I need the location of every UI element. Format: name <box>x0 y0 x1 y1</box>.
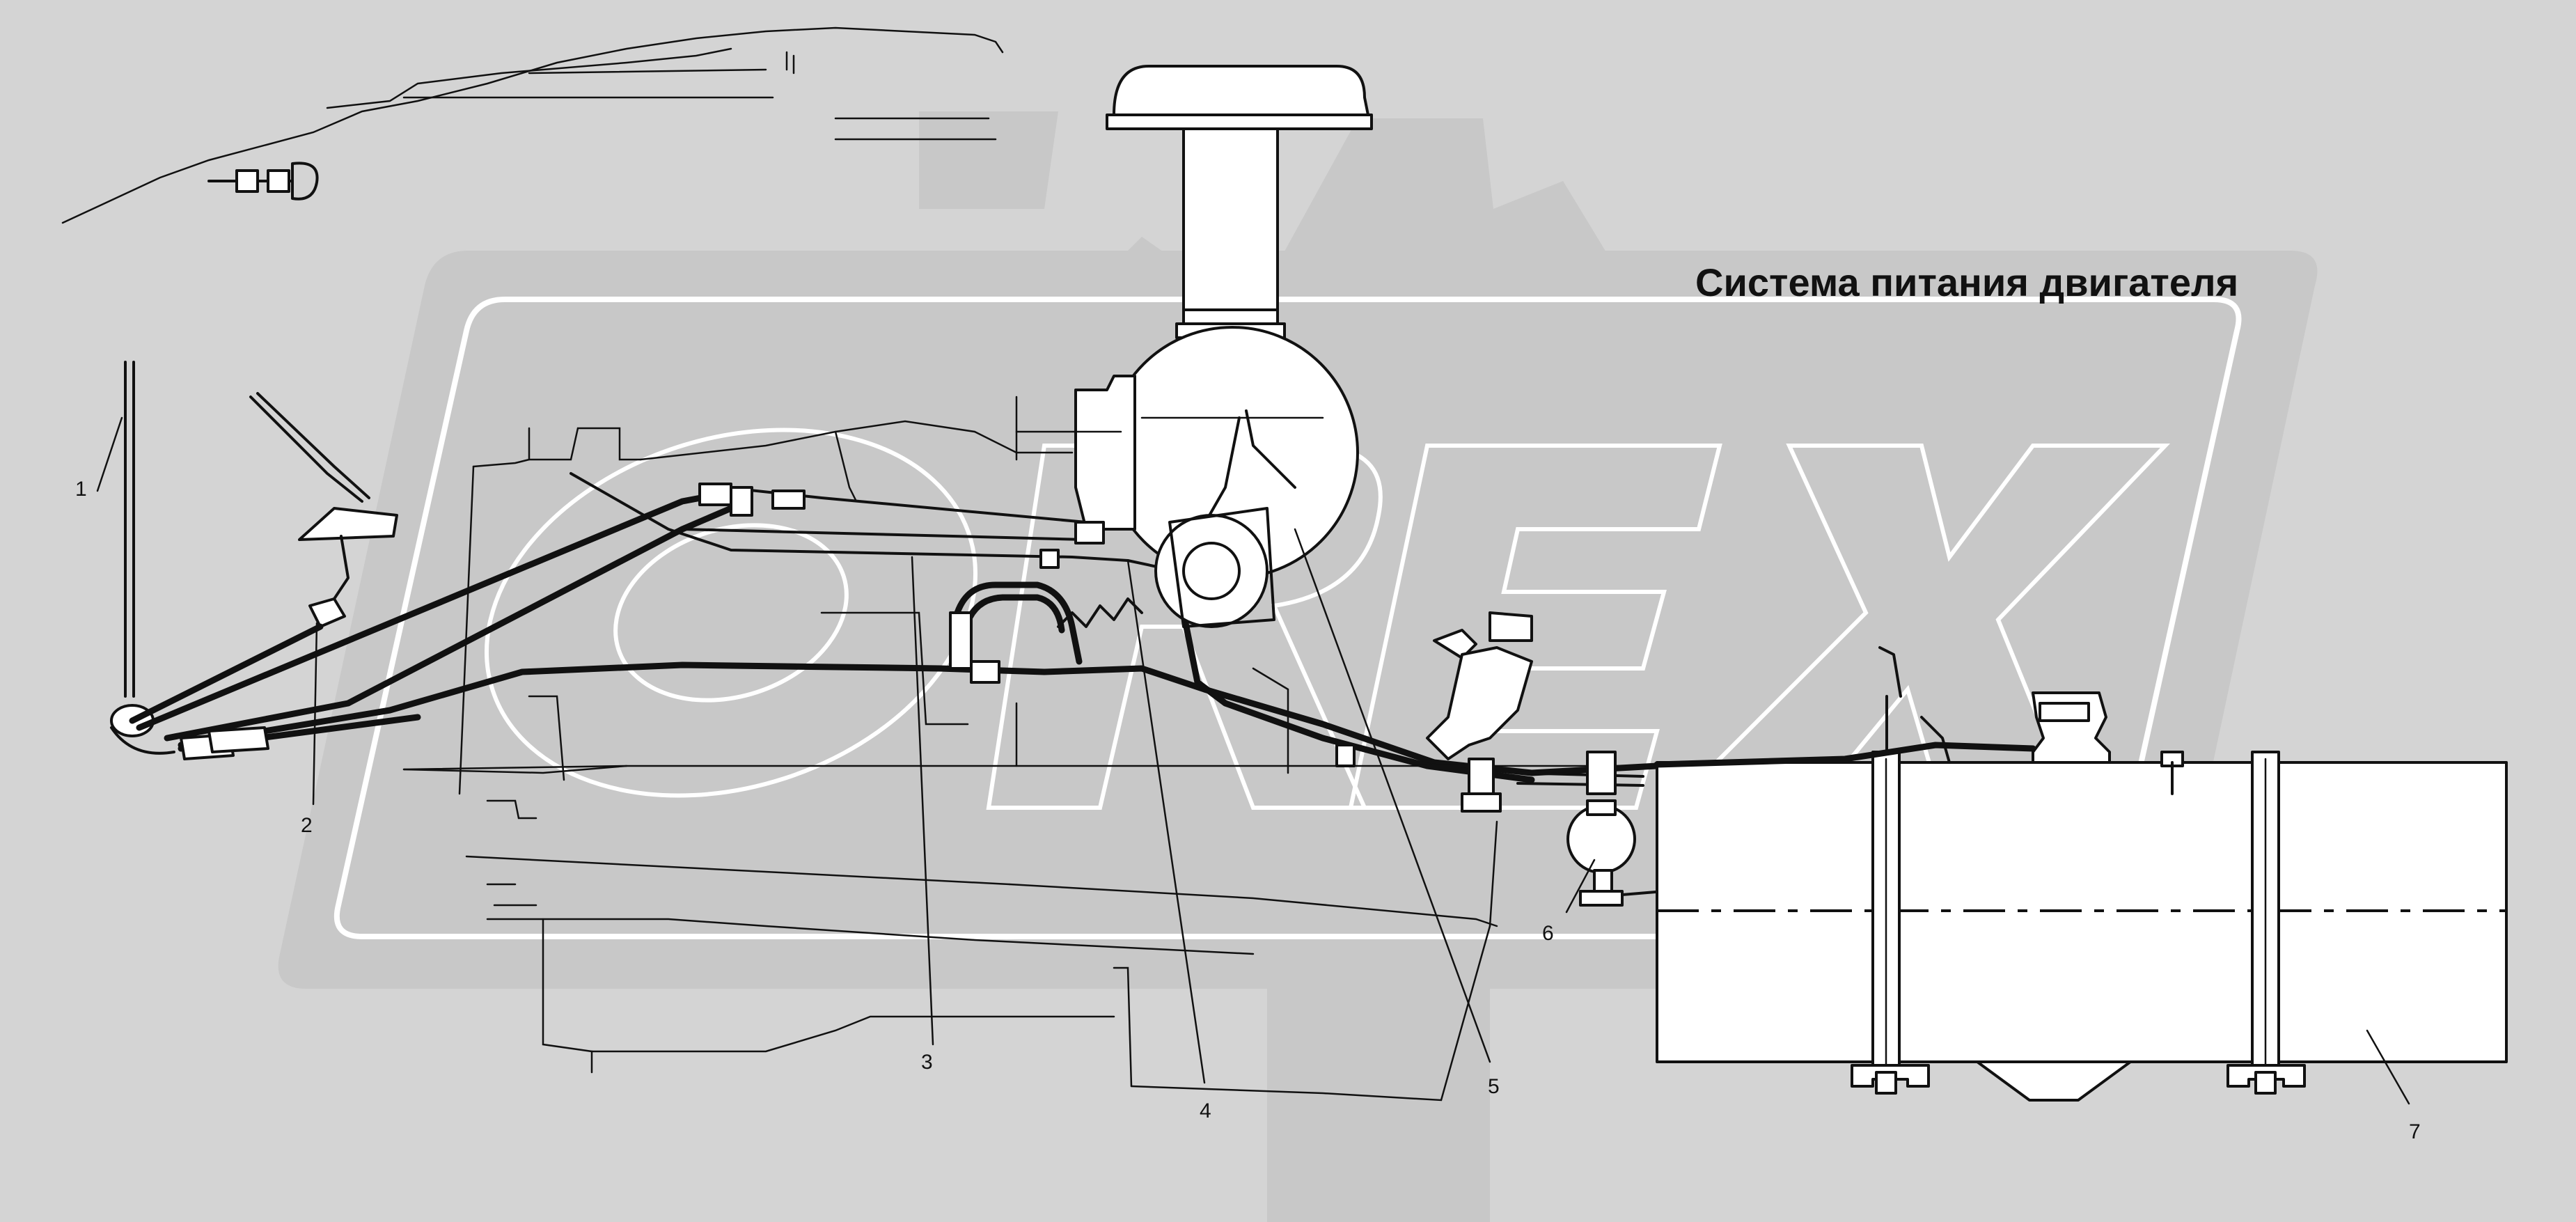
callout-label-2: 2 <box>301 814 313 837</box>
callout-label-1: 1 <box>75 478 87 501</box>
accelerator-pedal <box>110 361 398 755</box>
callout-label-4: 4 <box>1200 1099 1211 1122</box>
manual-primer-icon <box>207 162 319 201</box>
callout-4: 4 <box>1126 559 1211 1122</box>
fuel-tank <box>1654 646 2508 1102</box>
callout-label-3: 3 <box>921 1051 933 1074</box>
fuel-lines <box>129 472 1660 783</box>
engine-frame-outline <box>402 420 1644 1102</box>
callout-6: 6 <box>1542 859 1596 945</box>
air-cleaner <box>1015 65 1373 628</box>
callout-2: 2 <box>301 622 318 837</box>
coarse-fuel-filter <box>1516 751 1665 907</box>
diagram-title: Система питания двигателя <box>1695 260 2238 304</box>
callout-5: 5 <box>1294 528 1500 1098</box>
callout-label-5: 5 <box>1488 1075 1500 1098</box>
callout-3: 3 <box>911 556 934 1074</box>
callout-7: 7 <box>2366 1029 2421 1143</box>
callouts: 1 2 3 4 5 6 7 <box>75 416 2421 1143</box>
callout-label-6: 6 <box>1542 922 1554 945</box>
callout-label-7: 7 <box>2409 1120 2421 1143</box>
fuel-filter-assembly <box>1426 611 1533 813</box>
callout-1: 1 <box>75 416 123 501</box>
watermark-band-inner <box>333 297 2242 939</box>
cab-outline <box>61 26 1004 224</box>
